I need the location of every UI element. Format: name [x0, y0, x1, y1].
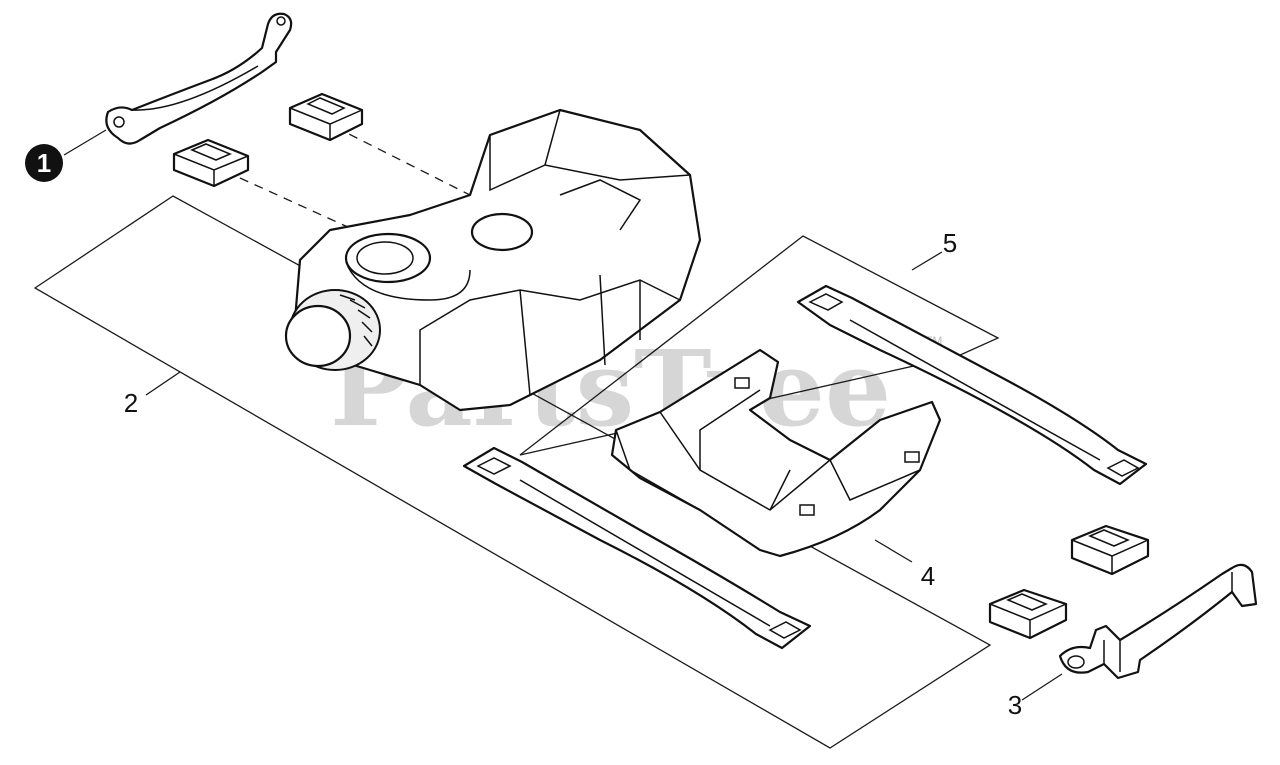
- callout-5[interactable]: 5: [943, 228, 957, 258]
- callout-4[interactable]: 4: [921, 561, 935, 591]
- callout-2[interactable]: 2: [124, 388, 138, 418]
- clip-pad-top-left: [172, 138, 250, 188]
- clip-pad-top-right: [288, 92, 364, 142]
- strap-upper: [796, 284, 1148, 486]
- clip-pad-lower-upper: [1070, 524, 1150, 576]
- dashed-leader-upper: [334, 126, 471, 196]
- tank-holder-tray: [610, 348, 942, 558]
- bracket-lower-right: [1058, 563, 1258, 680]
- clip-pad-lower-lower: [988, 588, 1068, 640]
- leader-4: [874, 539, 913, 563]
- bracket-upper-left: [105, 12, 293, 145]
- leader-3: [1021, 673, 1063, 701]
- callout-1[interactable]: 1: [25, 144, 63, 182]
- leader-1: [63, 129, 107, 156]
- assembly-2-outline: [33, 195, 992, 749]
- leader-2: [145, 371, 181, 396]
- leader-5: [911, 251, 943, 271]
- dashed-leader-lower: [239, 177, 351, 229]
- strap-lower: [462, 446, 812, 650]
- fuel-tank: [284, 108, 702, 412]
- callout-1-label: 1: [37, 148, 51, 178]
- callout-1-badge: [25, 144, 63, 182]
- assembly-5-outline: [519, 235, 1000, 456]
- callout-3[interactable]: 3: [1008, 690, 1022, 720]
